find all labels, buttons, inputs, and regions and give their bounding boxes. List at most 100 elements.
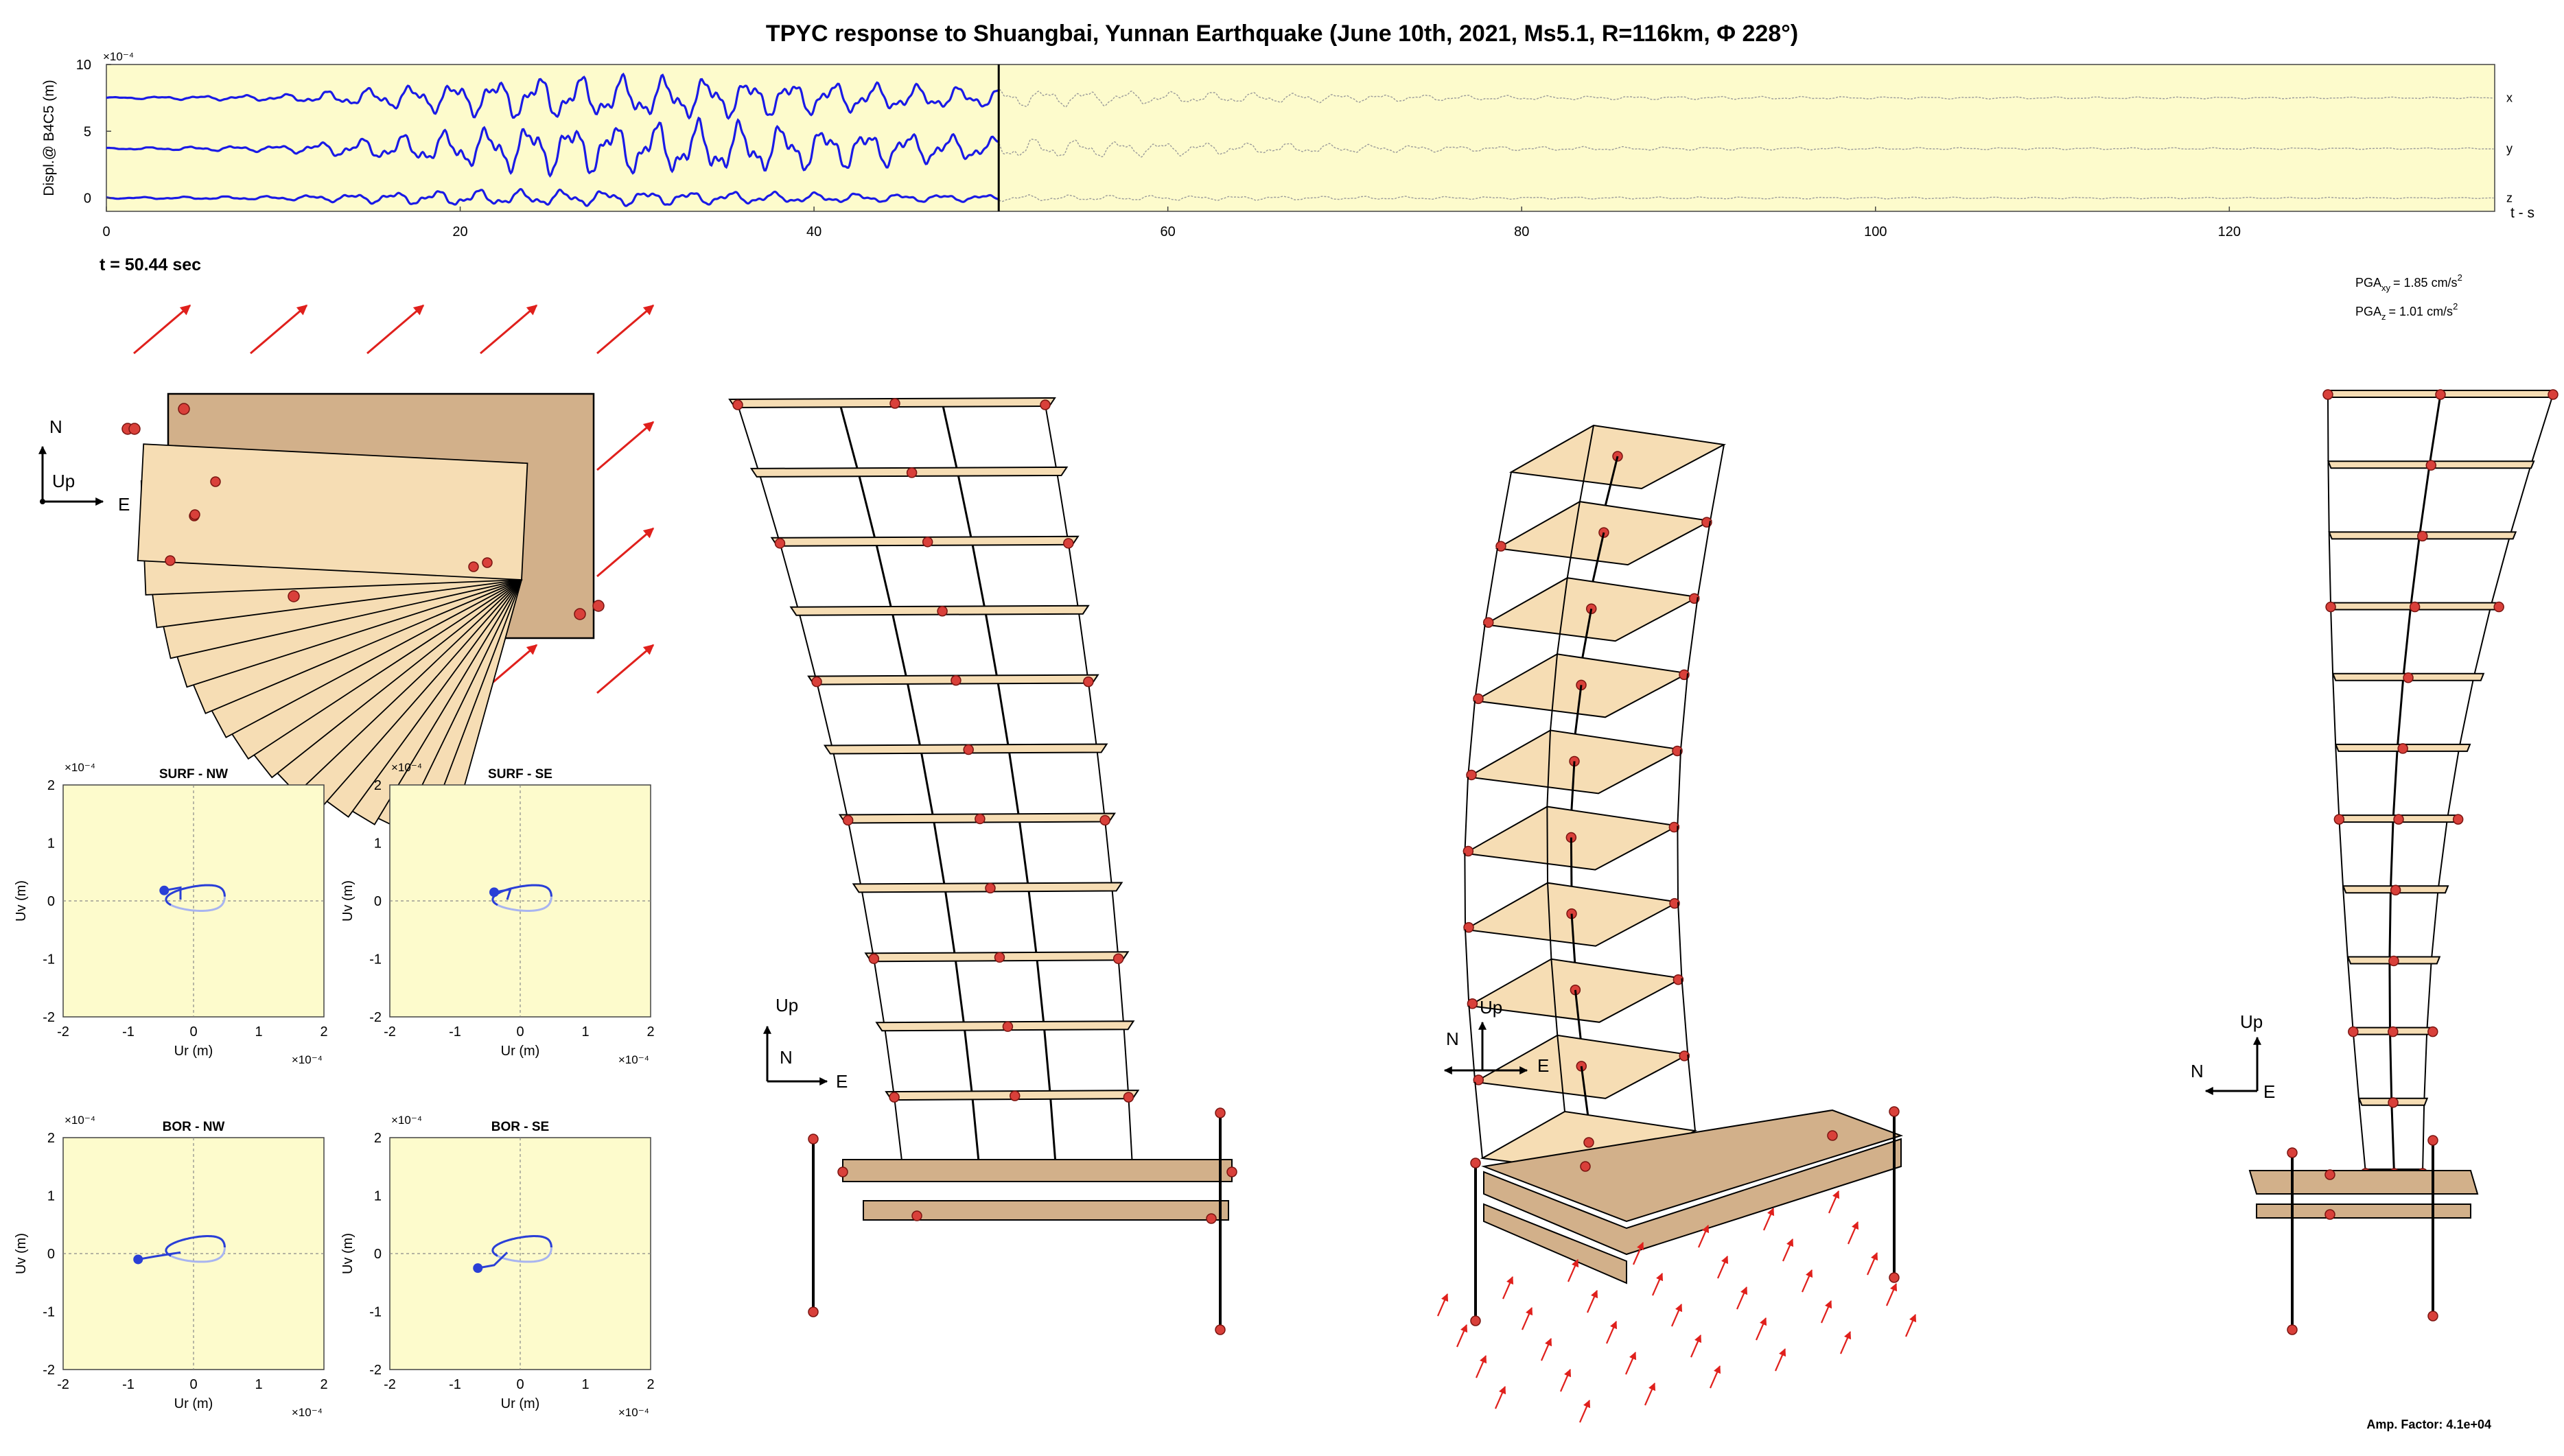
building-base-lower	[2256, 1203, 2471, 1219]
y-tick-label: 10	[76, 58, 91, 73]
orbit-x-tick-label: -1	[122, 1024, 135, 1040]
sensor-marker	[2287, 1147, 2298, 1158]
sensor-marker	[210, 476, 221, 487]
x-tick-label: 60	[1161, 224, 1176, 239]
building-column-line	[1566, 501, 1581, 578]
sensor-marker	[1467, 998, 1478, 1009]
view1-east-label: E	[836, 1071, 848, 1092]
building-column-line	[1697, 520, 1711, 598]
ground-motion-arrow	[1644, 1382, 1656, 1406]
ground-motion-arrow	[1828, 1190, 1840, 1214]
orbit-y-tick-label: 0	[47, 1247, 55, 1262]
view2-orientation-glyph: Up N E	[1443, 997, 1549, 1076]
orbit-y-exponent: ×10⁻⁴	[391, 1114, 422, 1127]
trace-z-future	[999, 194, 2494, 202]
sensor-marker	[1482, 617, 1494, 628]
ground-motion-arrow	[1690, 1334, 1702, 1358]
building-column-line	[942, 404, 1057, 1167]
orbit-x-tick-label: 2	[320, 1377, 327, 1392]
ground-motion-arrow	[133, 304, 191, 355]
sensor-marker	[889, 398, 900, 409]
plan-floor-slabs	[137, 443, 528, 832]
y-scale-exponent: ×10⁻⁴	[103, 50, 134, 63]
sensor-marker	[994, 952, 1005, 963]
ground-motion-arrow	[480, 304, 538, 355]
ground-motion-arrow	[1820, 1300, 1832, 1324]
ground-motion-arrow	[1885, 1282, 1898, 1306]
building-base-side	[1483, 1138, 1902, 1256]
sensor-marker	[837, 1166, 848, 1177]
sensor-marker	[1040, 399, 1051, 410]
sensor-marker	[1063, 538, 1074, 549]
pga-z-prefix: PGA	[2355, 305, 2381, 318]
sensor-marker	[1473, 693, 1484, 705]
building-column-line	[1467, 701, 1476, 777]
building-column-line	[1496, 471, 1512, 549]
orbit-x-tick-label: 2	[320, 1024, 327, 1040]
sensor-marker	[2425, 460, 2437, 471]
sensor-marker	[2390, 884, 2401, 896]
orbit-y-tick-label: -1	[43, 952, 55, 967]
orbit-y-tick-label: -2	[43, 1363, 55, 1378]
sensor-marker	[2287, 1324, 2298, 1335]
series-label-z: z	[2506, 191, 2513, 205]
plan-sensors	[121, 403, 605, 620]
sensor-marker	[1473, 1075, 1484, 1085]
trace-y-past	[106, 116, 999, 178]
sensor-marker	[2427, 1311, 2438, 1322]
orbit-title: BOR - SE	[491, 1120, 549, 1134]
building-core-line	[1590, 532, 1605, 589]
building-column-line	[1578, 425, 1594, 502]
sensor-marker	[189, 509, 200, 520]
building-column-line	[1681, 978, 1689, 1055]
pga-xy-text: PGAxy= 1.85 cm/s2	[2355, 272, 2462, 293]
building-core-line	[1602, 456, 1619, 513]
sensor-marker	[2548, 389, 2559, 400]
orbit-path-recent	[165, 884, 226, 906]
orbit-current-point	[473, 1263, 483, 1273]
ground-motion-arrow	[1567, 1258, 1579, 1282]
ground-motion-arrow	[1502, 1276, 1514, 1300]
building-column-line	[1709, 444, 1725, 521]
orbit-y-label: Uv (m)	[14, 880, 29, 921]
building-column-line	[1474, 1081, 1483, 1159]
building-core-line	[1570, 913, 1576, 970]
orbit-y-tick-label: 0	[47, 894, 55, 909]
building-column-line	[1557, 1035, 1565, 1112]
sensor-marker	[868, 953, 880, 965]
time-history-traces	[106, 72, 2494, 207]
orbit-y-tick-label: 2	[374, 778, 382, 793]
series-label-y: y	[2506, 142, 2513, 156]
building-column-line	[2388, 394, 2442, 1174]
orbit-x-tick-label: -2	[57, 1024, 69, 1040]
sensor-marker	[1673, 974, 1684, 985]
pga-z-exp: 2	[2453, 301, 2458, 312]
sensor-marker	[985, 882, 996, 894]
building-view-east	[728, 397, 1237, 1335]
orbit-y-tick-label: 1	[47, 1189, 55, 1204]
ground-motion-arrow	[1540, 1337, 1552, 1361]
building-column-line	[1677, 825, 1679, 902]
view2-up-label: Up	[1480, 997, 1502, 1018]
ground-motion-arrow	[1670, 1303, 1683, 1327]
orbit-x-tick-label: 2	[646, 1024, 654, 1040]
building-column-line	[1464, 777, 1469, 854]
view1-north-label: N	[780, 1047, 793, 1068]
view3-east-label: E	[2263, 1081, 2275, 1102]
plan-north-label: N	[49, 416, 62, 437]
ground-motion-arrow	[596, 527, 655, 578]
sensor-marker	[1226, 1166, 1237, 1177]
building-column-line	[737, 404, 903, 1167]
sensor-marker	[1669, 897, 1680, 909]
orbit-y-tick-label: 1	[374, 1189, 382, 1204]
ground-motion-arrow	[1651, 1272, 1664, 1296]
ground-motion-arrow	[1605, 1320, 1618, 1344]
sensor-marker	[1112, 953, 1124, 965]
sensor-marker	[911, 1210, 922, 1221]
sensor-marker	[1672, 745, 1683, 757]
sensor-marker	[1463, 921, 1474, 933]
